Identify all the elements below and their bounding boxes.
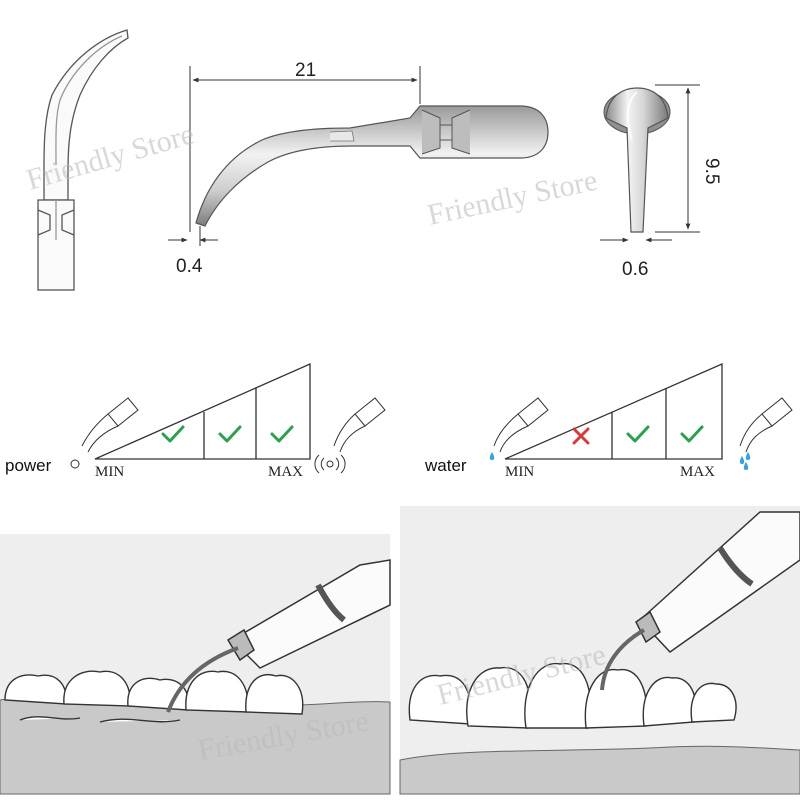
water-max-scaler-tip-icon xyxy=(739,397,793,453)
tip-outline-drawing xyxy=(37,29,129,291)
dimension-lines xyxy=(168,66,700,246)
water-drop-icon xyxy=(489,452,751,470)
water-scale xyxy=(504,363,723,460)
watermark-2: Friendly Store xyxy=(425,164,601,232)
base-width-dimension: 0.6 xyxy=(622,259,648,280)
usage-illustration-right: Friendly Store xyxy=(399,506,800,795)
power-level-2-check-icon xyxy=(218,425,242,443)
water-level-1-cross-icon xyxy=(572,427,590,445)
power-max-scaler-tip-icon xyxy=(333,397,386,453)
water-label: water xyxy=(424,456,467,475)
power-level-3-check-icon xyxy=(270,425,294,443)
length-dimension: 21 xyxy=(295,60,316,81)
height-dimension: 9.5 xyxy=(701,158,722,184)
tip-side-view xyxy=(195,105,549,227)
power-max-label: MAX xyxy=(268,464,303,480)
power-min-scaler-tip-icon xyxy=(70,397,139,469)
power-label: power xyxy=(5,456,52,475)
water-max-label: MAX xyxy=(680,464,715,480)
water-min-scaler-tip-icon xyxy=(493,397,549,453)
water-level-2-check-icon xyxy=(626,425,650,443)
vibration-icon xyxy=(314,454,346,474)
power-scale xyxy=(94,363,311,460)
water-level-3-check-icon xyxy=(680,425,704,443)
power-level-1-check-icon xyxy=(161,425,185,443)
usage-illustration-left: Friendly Store xyxy=(0,534,391,795)
tip-width-dimension: 0.4 xyxy=(176,256,203,277)
power-min-label: MIN xyxy=(95,464,124,480)
water-min-label: MIN xyxy=(505,464,534,480)
tip-front-view xyxy=(603,87,671,233)
